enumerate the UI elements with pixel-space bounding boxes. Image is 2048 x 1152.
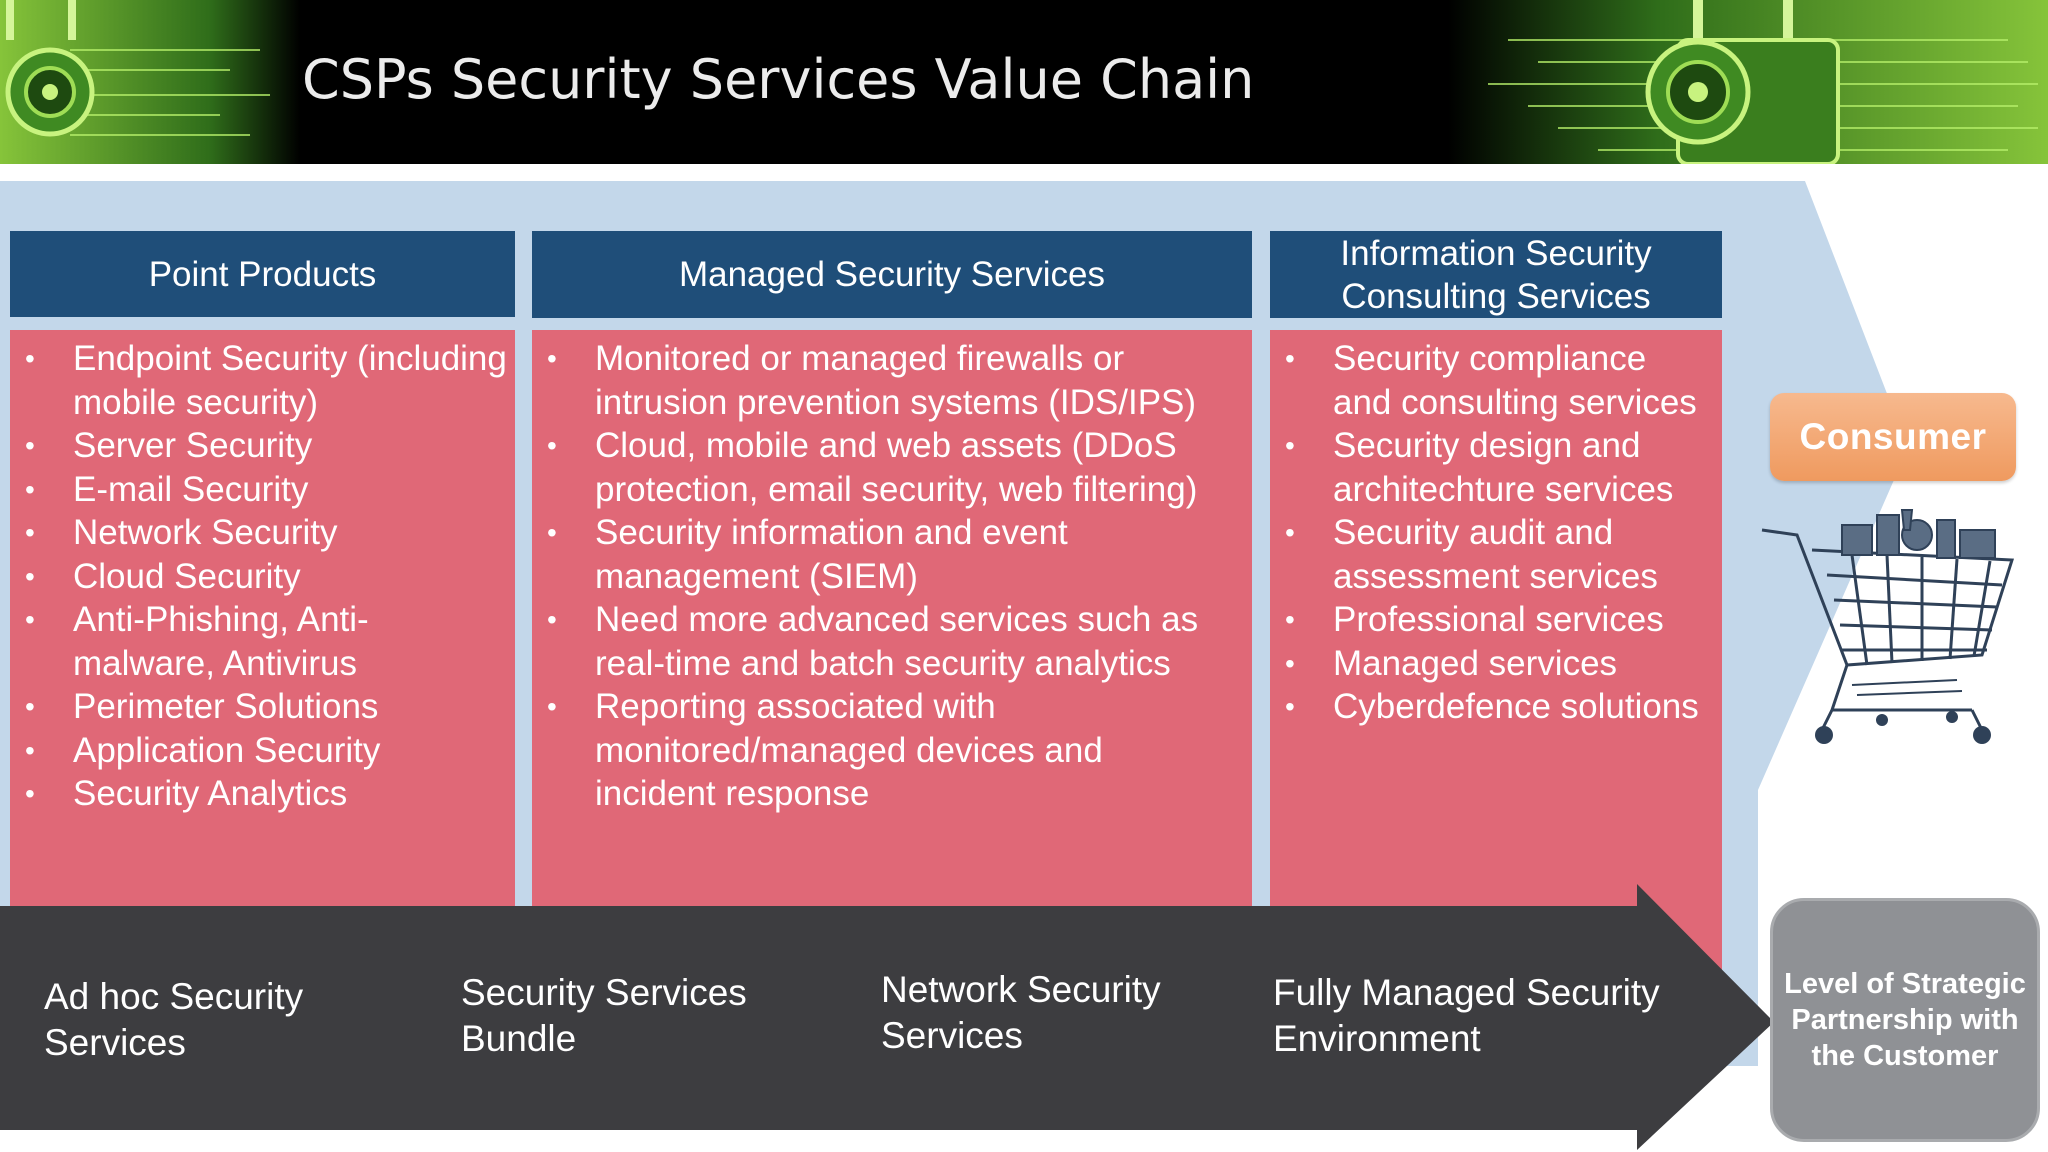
list-item: Managed services	[1270, 642, 1702, 686]
column-header-point-products: Point Products	[10, 231, 515, 317]
padlock-left-icon	[0, 0, 300, 164]
list-item: Server Security	[10, 424, 507, 468]
list-item: Perimeter Solutions	[10, 685, 507, 729]
consulting-list: Security compliance and consulting servi…	[1270, 337, 1722, 729]
list-item: Security information and event managemen…	[532, 511, 1232, 598]
list-item: Reporting associated with monitored/mana…	[532, 685, 1232, 816]
page-title: CSPs Security Services Value Chain	[302, 48, 1255, 111]
column-header-managed-security: Managed Security Services	[532, 231, 1252, 318]
list-item: Security Analytics	[10, 772, 507, 816]
list-item: Cloud, mobile and web assets (DDoS prote…	[532, 424, 1232, 511]
shopping-cart-icon	[1752, 505, 2022, 770]
list-item: E-mail Security	[10, 468, 507, 512]
list-item: Monitored or managed firewalls or intrus…	[532, 337, 1232, 424]
stage-ad-hoc: Ad hoc Security Services	[44, 976, 304, 1063]
consumer-label: Consumer	[1770, 393, 2016, 481]
strategic-partnership-label: Level of Strategic Partnership with the …	[1770, 898, 2040, 1142]
stage-services-bundle: Security Services Bundle	[461, 972, 747, 1059]
padlock-right-icon	[1448, 0, 2048, 164]
stage-fully-managed: Fully Managed Security Environment	[1273, 972, 1660, 1059]
list-item: Endpoint Security (including mobile secu…	[10, 337, 507, 424]
list-item: Security compliance and consulting servi…	[1270, 337, 1702, 424]
managed-security-list: Monitored or managed firewalls or intrus…	[532, 337, 1252, 816]
title-banner: CSPs Security Services Value Chain	[0, 0, 2048, 164]
list-item: Cyberdefence solutions	[1270, 685, 1702, 729]
point-products-list: Endpoint Security (including mobile secu…	[10, 337, 515, 816]
list-item: Anti-Phishing, Anti-malware, Antivirus	[10, 598, 507, 685]
list-item: Security audit and assessment services	[1270, 511, 1702, 598]
list-item: Cloud Security	[10, 555, 507, 599]
list-item: Need more advanced services such as real…	[532, 598, 1232, 685]
list-item: Application Security	[10, 729, 507, 773]
column-header-consulting: Information Security Consulting Services	[1270, 231, 1722, 318]
list-item: Security design and architechture servic…	[1270, 424, 1702, 511]
stage-network-security: Network Security Services	[881, 969, 1161, 1056]
list-item: Professional services	[1270, 598, 1702, 642]
column-body-consulting: Security compliance and consulting servi…	[1270, 330, 1722, 970]
column-body-managed-security: Monitored or managed firewalls or intrus…	[532, 330, 1252, 910]
list-item: Network Security	[10, 511, 507, 555]
column-body-point-products: Endpoint Security (including mobile secu…	[10, 330, 515, 910]
